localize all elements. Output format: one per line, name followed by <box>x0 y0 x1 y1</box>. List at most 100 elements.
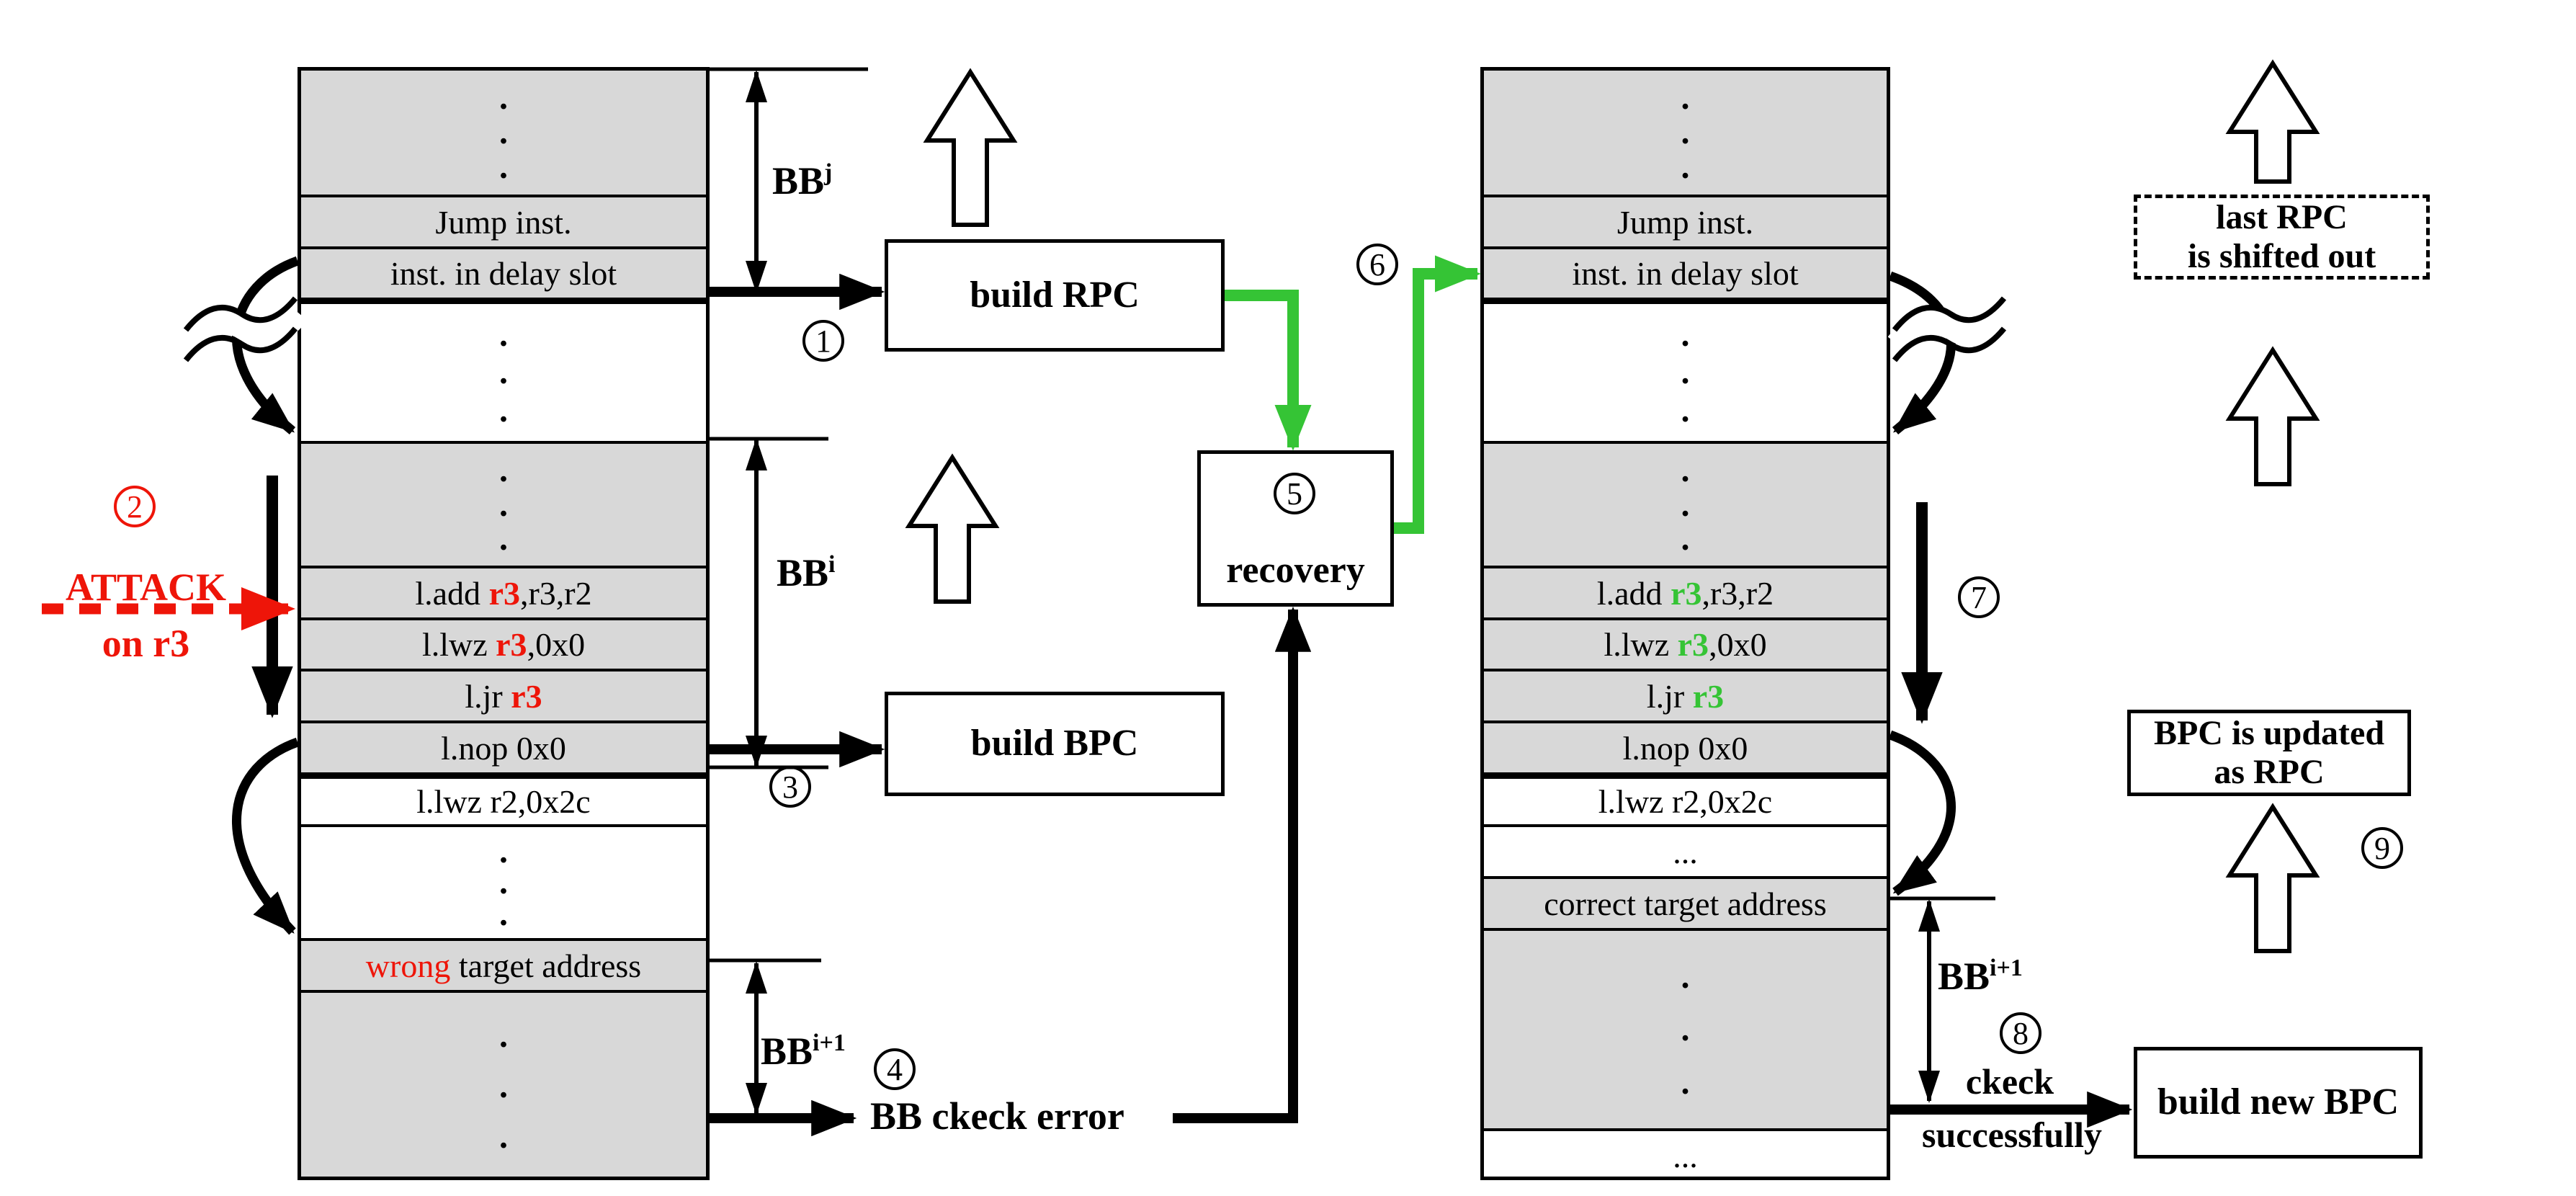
row-text: l.lwz r2,0x2c <box>1598 783 1773 820</box>
dot: . <box>499 113 508 151</box>
row-text: l.add <box>1596 574 1671 612</box>
row-text: inst. in delay slot <box>1572 255 1799 292</box>
vertical-dots: ... <box>1484 444 1887 566</box>
up-arrow-icon <box>2225 803 2320 953</box>
attack-label: ATTACK <box>65 566 226 609</box>
memory-row-ljr: l.jr r3 <box>301 669 706 720</box>
memory-row-dots: ... <box>301 824 706 938</box>
memory-row-ladd: l.add r3,r3,r2 <box>1484 566 1887 617</box>
row-text: Jump inst. <box>1616 203 1754 241</box>
dot: . <box>1681 353 1690 391</box>
memory-row-dots: ... <box>1484 441 1887 566</box>
dot: . <box>499 831 508 870</box>
bb-j-label: BBj <box>772 159 832 203</box>
memory-row-dots: ... <box>301 71 706 195</box>
right-bottom-jump-curve <box>1888 730 1956 896</box>
row-text: ... <box>1673 1137 1698 1174</box>
memory-row-lnop: l.nop 0x0 <box>301 720 706 772</box>
dot: . <box>499 894 508 933</box>
register-r3: r3 <box>488 574 520 612</box>
bb-sup: i+1 <box>813 1030 846 1056</box>
dot: . <box>1681 148 1690 186</box>
bb-check-error-label: BB ckeck error <box>870 1094 1124 1138</box>
row-text: l.add <box>415 574 489 612</box>
dot: . <box>499 519 508 558</box>
left-instruction-memory: ... Jump inst. inst. in delay slot ... .… <box>298 67 710 1180</box>
bb-sup: i+1 <box>1990 955 2023 981</box>
memory-row-dots: ... <box>1484 71 1887 195</box>
box-label: build new BPC <box>2157 1081 2400 1123</box>
dot: . <box>499 148 508 186</box>
row-text: l.jr <box>1646 677 1693 715</box>
vertical-dots: ... <box>1484 304 1887 441</box>
bb-i-label: BBi <box>777 550 836 595</box>
build-bpc-box: build BPC <box>885 692 1225 796</box>
step-8-badge: 8 <box>2000 1012 2041 1054</box>
right-top-jump-curve <box>1888 271 1956 435</box>
memory-row-llwz-r3: l.lwz r3,0x0 <box>301 617 706 669</box>
left-bottom-jump-curve <box>231 737 300 935</box>
dot: . <box>1681 957 1690 996</box>
row-text: target address <box>450 947 642 984</box>
step-6-badge: 6 <box>1356 244 1398 285</box>
up-arrow-icon <box>2225 346 2320 486</box>
memory-row-lnop: l.nop 0x0 <box>1484 720 1887 772</box>
up-arrow-icon <box>2225 59 2320 184</box>
bb-base: BB <box>761 1030 813 1073</box>
memory-row-llwz-r2: l.lwz r2,0x2c <box>1484 772 1887 824</box>
attack-on-r3-label: on r3 <box>102 622 190 665</box>
row-text: ,r3,r2 <box>519 574 592 612</box>
step-2-badge: 2 <box>114 486 156 527</box>
dot: . <box>1681 113 1690 151</box>
memory-row-dots: ... <box>301 441 706 566</box>
left-top-jump-curve <box>232 256 300 435</box>
memory-row-dots: ... <box>1484 298 1887 441</box>
box-label: as RPC <box>2214 753 2325 791</box>
bb-i1-right-label: BBi+1 <box>1938 954 2023 999</box>
step-3-badge: 3 <box>769 766 811 808</box>
step-4-badge: 4 <box>874 1048 916 1090</box>
vertical-dots: ... <box>301 71 706 195</box>
memory-row-wrong-target: wrong target address <box>301 938 706 990</box>
step-1-badge: 1 <box>802 320 844 362</box>
build-rpc-box: build RPC <box>885 239 1225 352</box>
memory-row-ljr: l.jr r3 <box>1484 669 1887 720</box>
row-text: ,r3,r2 <box>1701 574 1774 612</box>
register-r3: r3 <box>1677 626 1709 663</box>
memory-row-ladd: l.add r3,r3,r2 <box>301 566 706 617</box>
vertical-dots: ... <box>301 444 706 566</box>
dot: . <box>499 1017 508 1055</box>
register-r3: r3 <box>1671 574 1702 612</box>
step-5-badge: 5 <box>1274 473 1315 514</box>
dot: . <box>1681 451 1690 490</box>
step-9-badge: 9 <box>2361 827 2403 869</box>
bb-base: BB <box>777 551 829 594</box>
memory-row-llwz-r3: l.lwz r3,0x0 <box>1484 617 1887 669</box>
check-label: ckeck <box>1965 1061 2054 1102</box>
dot: . <box>1681 315 1690 354</box>
dot: . <box>1681 519 1690 558</box>
error-to-recovery-arrow <box>1173 606 1312 1123</box>
vertical-dots: ... <box>1484 71 1887 195</box>
row-text: l.lwz r2,0x2c <box>416 783 591 820</box>
row-text: correct target address <box>1544 885 1827 922</box>
box-label: build RPC <box>970 274 1140 316</box>
vertical-dots: ... <box>301 993 706 1177</box>
successfully-label: successfully <box>1922 1115 2102 1155</box>
dot: . <box>499 451 508 490</box>
up-arrow-icon <box>923 68 1018 227</box>
up-arrow-icon <box>905 453 1000 604</box>
dot: . <box>499 353 508 391</box>
box-label: recovery <box>1226 549 1365 591</box>
row-text: inst. in delay slot <box>390 255 617 292</box>
recovery-to-table-green-arrow <box>1394 255 1481 534</box>
box-label: BPC is updated <box>2153 714 2385 753</box>
memory-row-ellipsis: ... <box>1484 1128 1887 1177</box>
dot: . <box>1681 1063 1690 1102</box>
row-text: l.nop 0x0 <box>1622 729 1748 767</box>
dot: . <box>499 1067 508 1105</box>
box-label: last RPC <box>2216 198 2348 237</box>
